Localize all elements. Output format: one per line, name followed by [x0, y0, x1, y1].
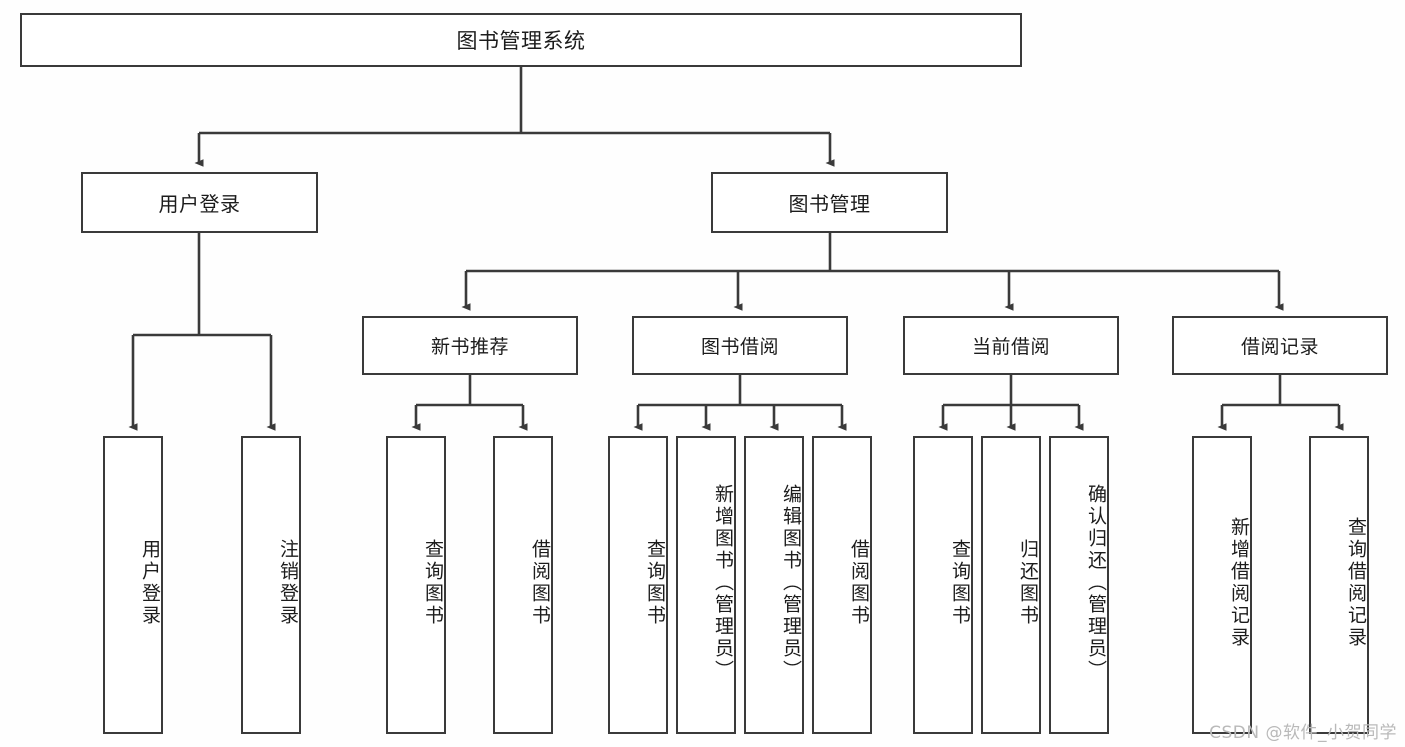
node-book-management[interactable]: 图书管理: [711, 172, 948, 233]
leaf-user-login-login[interactable]: 用户登录: [103, 436, 163, 734]
node-user-login-label: 用户登录: [158, 192, 241, 216]
leaf-new-book-query[interactable]: 查询图书: [386, 436, 446, 734]
leaf-label: 注销登录: [277, 539, 299, 627]
leaf-label: 编辑图书（管理员）: [780, 484, 802, 682]
node-book-management-label: 图书管理: [788, 192, 871, 216]
leaf-label: 用户登录: [139, 539, 161, 627]
csdn-watermark: CSDN @软件_小贺同学: [1209, 723, 1397, 743]
node-user-login[interactable]: 用户登录: [81, 172, 318, 233]
node-book-borrow[interactable]: 图书借阅: [632, 316, 848, 375]
node-current-borrow[interactable]: 当前借阅: [903, 316, 1119, 375]
leaf-book-borrow-edit[interactable]: 编辑图书（管理员）: [744, 436, 804, 734]
node-borrow-record-label: 借阅记录: [1240, 336, 1319, 358]
node-root-system[interactable]: 图书管理系统: [20, 13, 1022, 67]
leaf-borrow-record-add[interactable]: 新增借阅记录: [1192, 436, 1252, 734]
leaf-current-borrow-confirm-return[interactable]: 确认归还（管理员）: [1049, 436, 1109, 734]
node-borrow-record[interactable]: 借阅记录: [1172, 316, 1388, 375]
leaf-label: 新增图书（管理员）: [712, 484, 734, 682]
leaf-label: 新增借阅记录: [1228, 517, 1250, 649]
leaf-user-login-logout[interactable]: 注销登录: [241, 436, 301, 734]
leaf-borrow-record-query[interactable]: 查询借阅记录: [1309, 436, 1369, 734]
node-new-book-recommend-label: 新书推荐: [430, 336, 509, 358]
leaf-book-borrow-borrow[interactable]: 借阅图书: [812, 436, 872, 734]
leaf-book-borrow-query[interactable]: 查询图书: [608, 436, 668, 734]
node-new-book-recommend[interactable]: 新书推荐: [362, 316, 578, 375]
leaf-current-borrow-return[interactable]: 归还图书: [981, 436, 1041, 734]
leaf-current-borrow-query[interactable]: 查询图书: [913, 436, 973, 734]
node-root-label: 图书管理系统: [456, 29, 586, 53]
leaf-label: 借阅图书: [848, 539, 870, 627]
leaf-label: 查询图书: [949, 539, 971, 627]
leaf-label: 查询图书: [422, 539, 444, 627]
leaf-new-book-borrow[interactable]: 借阅图书: [493, 436, 553, 734]
leaf-label: 归还图书: [1017, 539, 1039, 627]
node-current-borrow-label: 当前借阅: [971, 336, 1050, 358]
leaf-label: 借阅图书: [529, 539, 551, 627]
leaf-book-borrow-add[interactable]: 新增图书（管理员）: [676, 436, 736, 734]
node-book-borrow-label: 图书借阅: [700, 336, 779, 358]
leaf-label: 确认归还（管理员）: [1085, 484, 1107, 682]
leaf-label: 查询借阅记录: [1345, 517, 1367, 649]
leaf-label: 查询图书: [644, 539, 666, 627]
